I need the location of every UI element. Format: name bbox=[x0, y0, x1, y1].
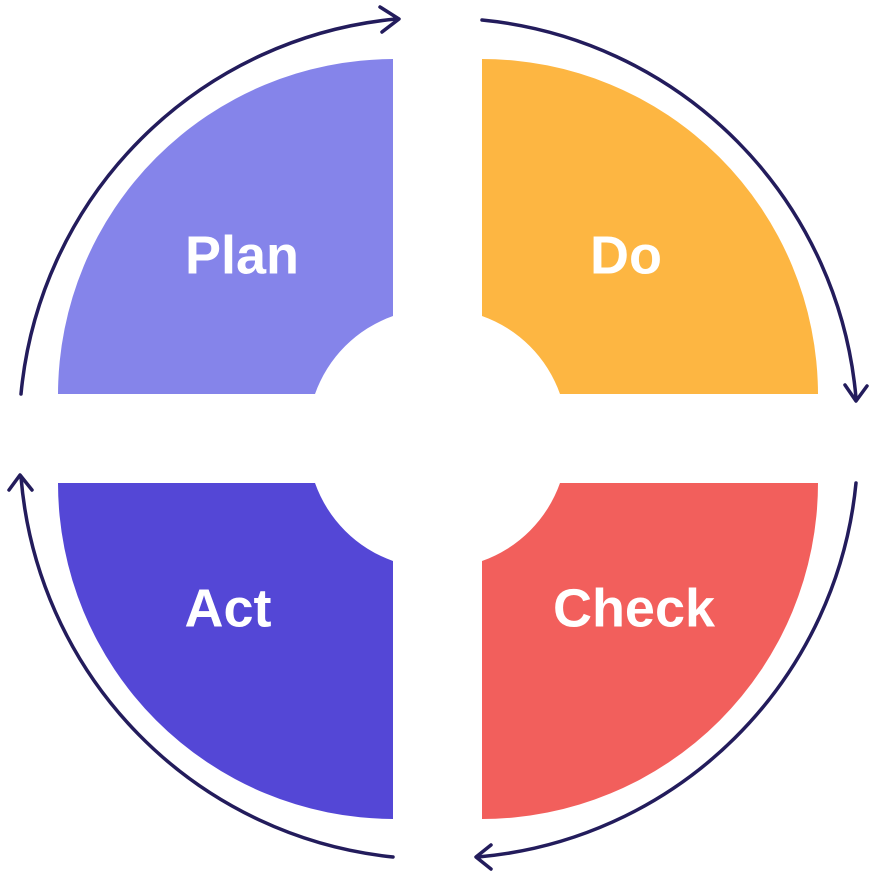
cycle-arc-bottom-right bbox=[476, 481, 858, 859]
arrow-head-bottom bbox=[474, 843, 493, 871]
act-label: Act bbox=[184, 578, 271, 638]
arrow-head-top bbox=[378, 5, 401, 34]
cycle-arc-top-right bbox=[480, 18, 858, 400]
do-quadrant bbox=[482, 59, 818, 394]
plan-quadrant bbox=[58, 59, 393, 394]
cycle-arc-bottom-left bbox=[19, 475, 395, 859]
check-quadrant bbox=[482, 483, 818, 819]
act-quadrant bbox=[58, 483, 393, 819]
arrow-head-left bbox=[7, 473, 34, 492]
arrow-head-right bbox=[843, 383, 869, 403]
plan-label: Plan bbox=[185, 225, 299, 285]
check-label: Check bbox=[553, 578, 716, 638]
do-label: Do bbox=[590, 225, 662, 285]
cycle-arc-top-left bbox=[19, 17, 398, 396]
